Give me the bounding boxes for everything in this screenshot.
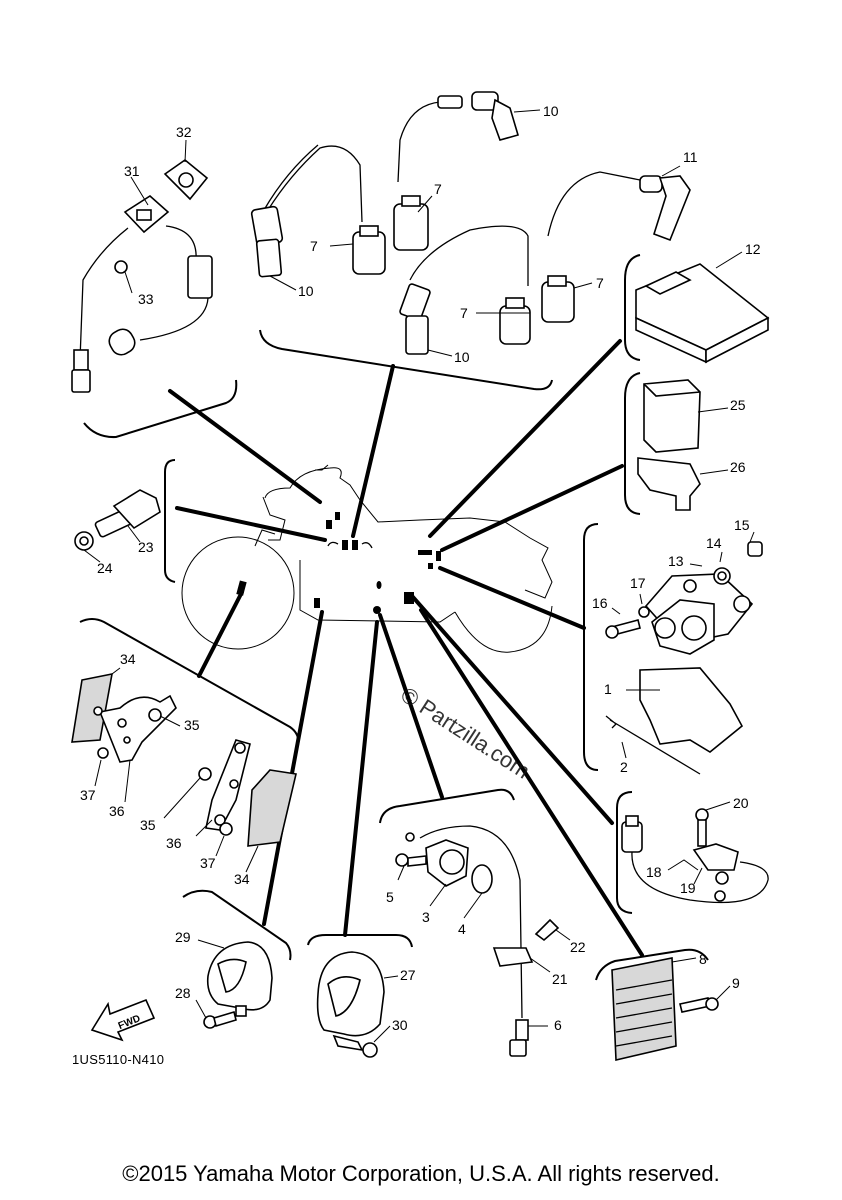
callout-22: 22 [570,939,586,955]
callout-35-right: 35 [140,817,156,833]
forward-arrow-icon: FWD [90,998,156,1042]
connector-mark [418,550,432,555]
speed-sensor-group: 5 3 4 6 21 22 [386,825,586,1057]
callout-12: 12 [745,241,761,257]
callout-2: 2 [620,759,628,775]
crank-sensor-group: 20 18 19 [621,795,769,904]
connector-mark [326,520,332,529]
callout-19: 19 [680,880,696,896]
ignition-coil-group: 10 11 7 7 7 7 10 10 [250,91,698,365]
callout-34-right: 34 [234,871,250,887]
callout-17: 17 [630,575,646,591]
callout-5: 5 [386,889,394,905]
callout-37-right: 37 [200,855,216,871]
callout-20: 20 [733,795,749,811]
connector-mark [376,581,382,589]
callout-8: 8 [699,951,707,967]
callout-30: 30 [392,1017,408,1033]
callout-18: 18 [646,864,662,880]
group-brackets [79,254,709,981]
copyright-notice: ©2015 Yamaha Motor Corporation, U.S.A. A… [122,1161,720,1186]
ecu-group: 12 [635,241,770,364]
callout-35-left: 35 [184,717,200,733]
callout-33: 33 [138,291,154,307]
callout-28: 28 [175,985,191,1001]
callout-36-left: 36 [109,803,125,819]
callout-10-lower: 10 [454,349,470,365]
callout-10-top: 10 [543,103,559,119]
group-leaders [168,339,644,957]
callout-36-right: 36 [166,835,182,851]
callout-32: 32 [176,124,192,140]
connector-mark [335,512,340,520]
callout-23: 23 [138,539,154,555]
callout-7-left: 7 [310,238,318,254]
callout-4: 4 [458,921,466,937]
callout-24: 24 [97,560,113,576]
horn-left-group: 29 28 [175,929,273,1029]
thermo-switch-group: 23 24 [74,489,161,576]
callout-27: 27 [400,967,416,983]
callout-26: 26 [730,459,746,475]
callout-10-left: 10 [298,283,314,299]
callout-7-upper: 7 [434,181,442,197]
connector-mark [428,563,433,569]
callout-16: 16 [592,595,608,611]
reflector-group: 34 35 37 36 35 36 37 34 [71,651,297,887]
relay-group: 25 26 [637,379,746,511]
starter-relay-group: 13 14 15 16 17 1 2 [592,517,763,775]
callout-6: 6 [554,1017,562,1033]
callout-29: 29 [175,929,191,945]
callout-7-right: 7 [596,275,604,291]
connector-mark [436,551,441,561]
callout-14: 14 [706,535,722,551]
callout-1: 1 [604,681,612,697]
connector-mark [404,592,414,604]
callout-15: 15 [734,517,750,533]
callout-3: 3 [422,909,430,925]
callout-7-lower: 7 [460,305,468,321]
connector-mark [352,540,358,550]
horn-right-group: 27 30 [316,951,416,1058]
fuel-sender-group: 31 32 33 [71,124,213,393]
callout-11: 11 [683,149,698,165]
callout-31: 31 [124,163,140,179]
motorcycle-silhouette [181,464,553,653]
diagram-code: 1US5110-N410 [72,1052,165,1067]
callout-34-left: 34 [120,651,136,667]
callout-21: 21 [552,971,568,987]
callout-37-left: 37 [80,787,96,803]
callout-9: 9 [732,975,740,991]
callout-13: 13 [668,553,684,569]
connector-mark [373,606,381,614]
callout-25: 25 [730,397,746,413]
connector-mark [342,540,348,550]
connector-mark [314,598,320,608]
regulator-group: 8 9 [611,951,740,1061]
